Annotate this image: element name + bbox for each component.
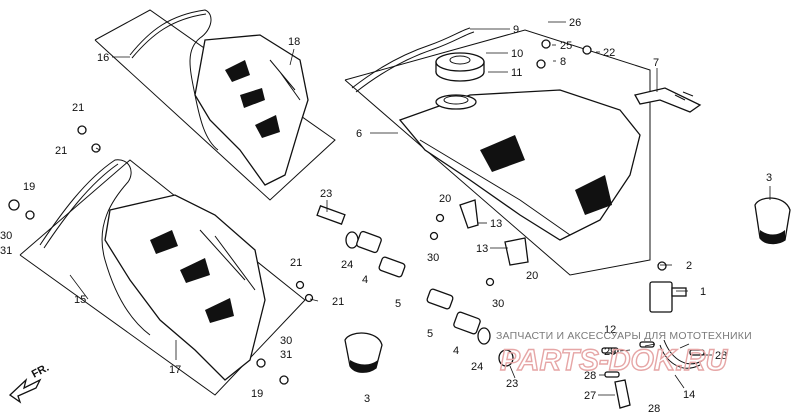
callout-4: 4: [453, 345, 459, 357]
shroud-group-lower: [19, 159, 306, 396]
mount-hardware-left: [316, 205, 406, 278]
callout-30: 30: [492, 298, 504, 310]
callout-28: 28: [715, 350, 727, 362]
fuel-valve: [649, 261, 687, 313]
watermark: ЗАПЧАСТИ И АКСЕССУАРЫ ДЛЯ МОТОТЕХНИКИ PA…: [496, 330, 752, 378]
edge-trim-15: [39, 159, 151, 336]
leader-lines: [69, 21, 771, 396]
callout-20: 20: [526, 270, 538, 282]
mount-hardware-right: [426, 288, 514, 367]
callout-7: 7: [653, 57, 659, 69]
shroud-18: [194, 34, 309, 186]
callout-16: 16: [97, 52, 109, 64]
callout-5: 5: [427, 328, 433, 340]
hose-clips: [601, 341, 705, 378]
callout-3: 3: [766, 172, 772, 184]
direction-label: FR.: [30, 362, 51, 381]
callout-13: 13: [476, 243, 488, 255]
callout-26: 26: [569, 17, 581, 29]
callouts: 1 2 3 3 4 4 5 5 6 7 8 9 10 11 12 13 13 1…: [0, 17, 772, 415]
callout-10: 10: [511, 48, 523, 60]
callout-24: 24: [471, 361, 483, 373]
tank-frame: [344, 29, 651, 276]
group-frame-lower: [19, 159, 306, 396]
fuel-tank: [344, 29, 651, 276]
callout-25: 25: [560, 40, 572, 52]
fuel-hose-14: [659, 339, 703, 369]
callout-12: 12: [604, 324, 616, 336]
callout-23: 23: [506, 378, 518, 390]
shroud-group-upper: [94, 9, 336, 201]
callout-21: 21: [55, 145, 67, 157]
callout-6: 6: [356, 128, 362, 140]
group-frame-upper: [94, 9, 336, 201]
callout-28: 28: [584, 370, 596, 382]
callout-29: 29: [604, 346, 616, 358]
callout-28: 28: [648, 403, 660, 415]
callout-2: 2: [686, 260, 692, 272]
edge-trim-16: [129, 9, 219, 151]
callout-3: 3: [364, 393, 370, 405]
callout-31: 31: [280, 349, 292, 361]
callout-1: 1: [700, 286, 706, 298]
callout-8: 8: [560, 56, 566, 68]
callout-5: 5: [395, 298, 401, 310]
callout-4: 4: [362, 274, 368, 286]
callout-21: 21: [290, 257, 302, 269]
callout-21: 21: [332, 296, 344, 308]
watermark-logo: PARTS-DOK.RU: [500, 344, 729, 377]
callout-9: 9: [513, 24, 519, 36]
fuel-hose-27: [614, 379, 631, 409]
callout-19: 19: [251, 388, 263, 400]
bracket-13-upper: [459, 199, 479, 229]
callout-30: 30: [427, 252, 439, 264]
callout-23: 23: [320, 188, 332, 200]
callout-24: 24: [341, 259, 353, 271]
callout-27: 27: [584, 390, 596, 402]
breather-tube-9: [351, 27, 471, 89]
callout-21: 21: [72, 102, 84, 114]
callout-15: 15: [74, 294, 86, 306]
bracket-7: [634, 87, 702, 113]
direction-arrow: FR.: [8, 362, 51, 404]
bolts: [8, 39, 592, 385]
bracket-13-lower: [504, 237, 529, 266]
fuel-cap: [435, 52, 485, 82]
callout-17: 17: [169, 364, 181, 376]
callout-19: 19: [23, 181, 35, 193]
callout-30: 30: [280, 335, 292, 347]
callout-14: 14: [683, 389, 695, 401]
callout-31: 31: [0, 245, 12, 257]
callout-30: 30: [0, 230, 12, 242]
watermark-caption: ЗАПЧАСТИ И АКСЕССУАРЫ ДЛЯ МОТОТЕХНИКИ: [496, 330, 752, 342]
callout-11: 11: [511, 67, 522, 79]
callout-13: 13: [490, 218, 502, 230]
callout-22: 22: [603, 47, 615, 59]
shroud-17: [104, 194, 266, 381]
filler-neck: [435, 94, 477, 110]
callout-20: 20: [439, 193, 451, 205]
callout-18: 18: [288, 36, 300, 48]
